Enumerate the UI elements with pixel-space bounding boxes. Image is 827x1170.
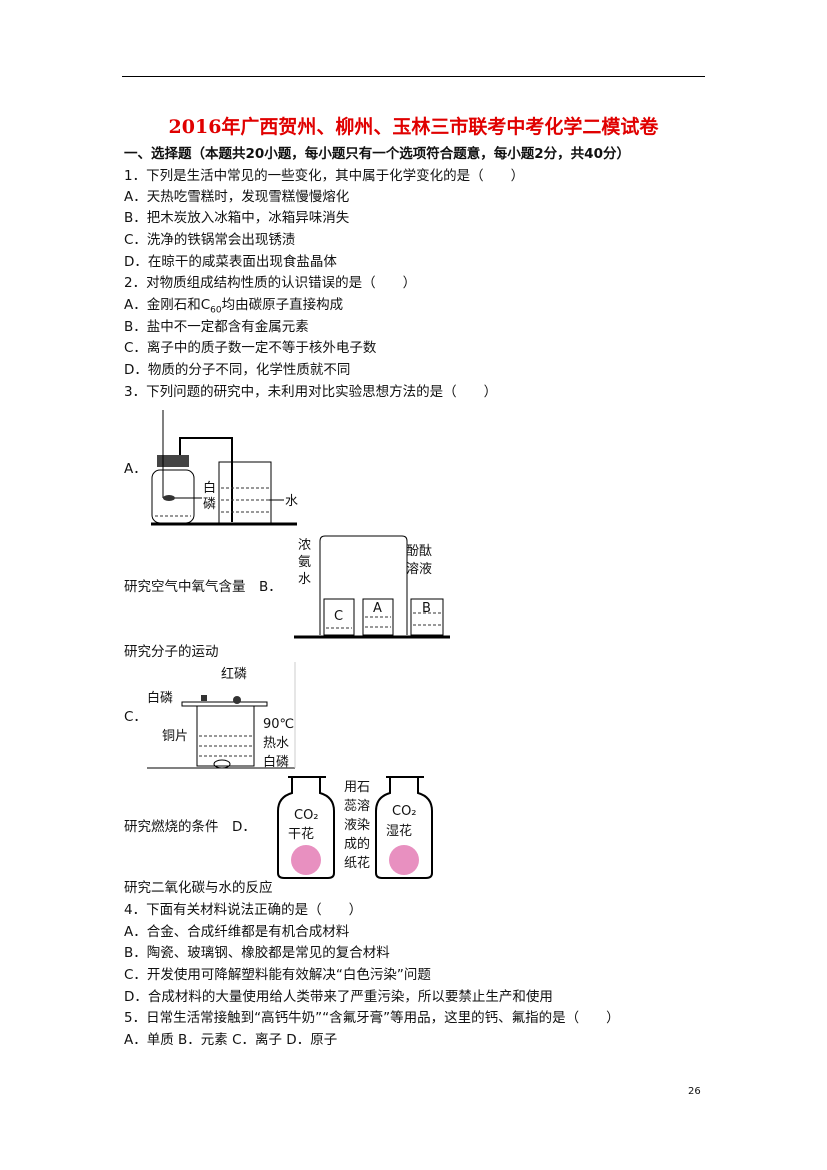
- page-number: 26: [688, 1086, 701, 1097]
- q3-b-caption: 研究分子的运动: [124, 644, 219, 660]
- q4-stem: 4．下面有关材料说法正确的是（ ）: [124, 902, 363, 918]
- svg-text:90℃: 90℃: [263, 717, 294, 732]
- svg-text:湿花: 湿花: [386, 823, 412, 839]
- svg-text:C: C: [334, 609, 343, 624]
- svg-text:白磷: 白磷: [263, 754, 289, 770]
- svg-text:A: A: [373, 601, 382, 616]
- svg-text:液染: 液染: [344, 818, 370, 833]
- q1-stem: 1．下列是生活中常见的一些变化，其中属于化学变化的是（ ）: [124, 168, 525, 184]
- svg-text:酚酞: 酚酞: [406, 544, 432, 559]
- q2-option-b: B．盐中不一定都含有金属元素: [124, 319, 309, 335]
- svg-text:铜片: 铜片: [162, 729, 188, 744]
- q2-option-a: A．金刚石和C60均由碳原子直接构成: [124, 297, 344, 316]
- q4-option-a: A．合金、合成纤维都是有机合成材料: [124, 924, 350, 940]
- svg-text:成的: 成的: [344, 836, 370, 852]
- page-title: 2016年广西贺州、柳州、玉林三市联考中考化学二模试卷: [168, 116, 659, 138]
- q3-c-caption: 研究燃烧的条件 D．: [124, 819, 256, 835]
- svg-text:CO₂: CO₂: [294, 808, 319, 823]
- q2-option-c: C．离子中的质子数一定不等于核外电子数: [124, 340, 377, 356]
- svg-text:蕊溶: 蕊溶: [344, 799, 370, 814]
- header-rule: [122, 76, 705, 77]
- q3-a-caption: 研究空气中氧气含量 B．: [124, 579, 282, 595]
- q3-a-label: A．: [124, 461, 147, 477]
- svg-text:水: 水: [298, 572, 311, 587]
- svg-text:白磷: 白磷: [147, 690, 173, 706]
- q1-option-d: D．在晾干的咸菜表面出现食盐晶体: [124, 254, 337, 270]
- q5-options: A．单质 B．元素 C．离子 D．原子: [124, 1032, 338, 1048]
- svg-text:浓: 浓: [298, 538, 311, 553]
- q1-option-b: B．把木炭放入冰箱中，冰箱异味消失: [124, 210, 350, 226]
- svg-text:溶液: 溶液: [406, 562, 432, 577]
- q2-stem: 2．对物质组成结构性质的认识错误的是（ ）: [124, 275, 417, 291]
- svg-text:氨: 氨: [298, 555, 311, 570]
- q2-option-d: D．物质的分子不同，化学性质就不同: [124, 362, 351, 378]
- q5-stem: 5．日常生活常接触到“高钙牛奶”“含氟牙膏”等用品，这里的钙、氟指的是（ ）: [124, 1010, 620, 1026]
- q4-option-c: C．开发使用可降解塑料能有效解决“白色污染”问题: [124, 967, 431, 983]
- q1-option-c: C．洗净的铁锅常会出现锈渍: [124, 232, 296, 248]
- q4-option-b: B．陶瓷、玻璃钢、橡胶都是常见的复合材料: [124, 945, 390, 961]
- svg-text:磷: 磷: [203, 497, 216, 512]
- q4-option-d: D．合成材料的大量使用给人类带来了严重污染，所以要禁止生产和使用: [124, 989, 553, 1005]
- section-heading: 一、选择题（本题共20小题，每小题只有一个选项符合题意，每小题2分，共40分）: [124, 146, 630, 162]
- svg-text:干花: 干花: [288, 826, 314, 842]
- svg-text:热水: 热水: [263, 736, 289, 751]
- svg-text:用石: 用石: [344, 780, 370, 795]
- svg-text:纸花: 纸花: [344, 855, 370, 871]
- figure-combustion: 红磷 白磷 铜片 90℃ 热水 白磷: [147, 662, 296, 770]
- q3-stem: 3．下列问题的研究中，未利用对比实验思想方法的是（ ）: [124, 384, 498, 400]
- svg-text:白: 白: [203, 480, 216, 496]
- q3-d-caption: 研究二氧化碳与水的反应: [124, 880, 273, 896]
- svg-text:B: B: [422, 601, 431, 616]
- figure-oxygen-apparatus: 白磷 水: [151, 410, 298, 526]
- q1-option-a: A．天热吃雪糕时，发现雪糕慢慢熔化: [124, 189, 350, 205]
- svg-text:红磷: 红磷: [221, 666, 247, 682]
- svg-text:水: 水: [285, 494, 298, 509]
- q3-c-label: C．: [124, 709, 147, 725]
- svg-text:CO₂: CO₂: [392, 804, 417, 819]
